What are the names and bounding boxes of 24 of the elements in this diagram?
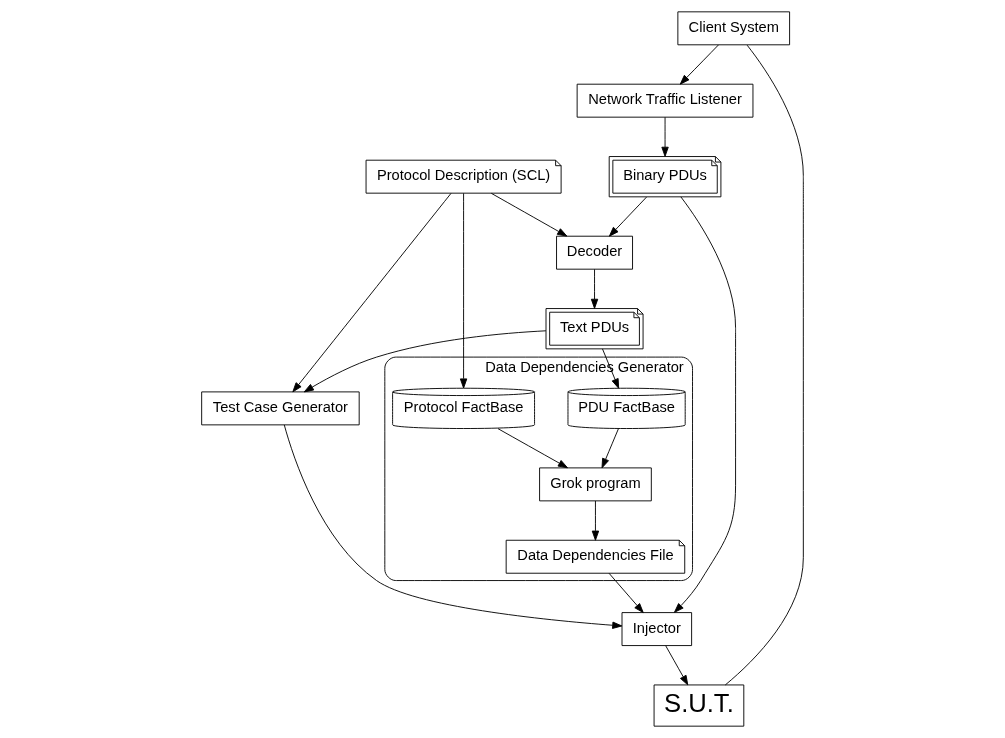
node-box: S.U.T. — [653, 684, 745, 727]
arrow — [459, 192, 468, 389]
node-box: Network Traffic Listener — [576, 83, 754, 118]
arrow — [283, 424, 623, 629]
arrow — [490, 192, 568, 237]
arrow — [292, 192, 452, 393]
node-box: Client System — [677, 11, 791, 46]
node-box: Decoder — [556, 235, 633, 270]
arrow — [608, 196, 647, 237]
arrow — [665, 645, 689, 686]
node-box: Test Case Generator — [201, 391, 360, 426]
arrow — [608, 572, 644, 613]
arrow — [591, 500, 600, 541]
node-box: Injector — [621, 612, 693, 647]
arrow — [674, 196, 737, 613]
connector — [724, 44, 804, 686]
arrow — [601, 428, 619, 469]
node-box: Grok program — [539, 467, 652, 502]
arrow — [497, 428, 568, 469]
arrow — [661, 116, 669, 157]
arrow — [590, 268, 599, 309]
arrow — [303, 330, 547, 393]
arrow — [602, 348, 620, 389]
arrow — [679, 44, 719, 85]
